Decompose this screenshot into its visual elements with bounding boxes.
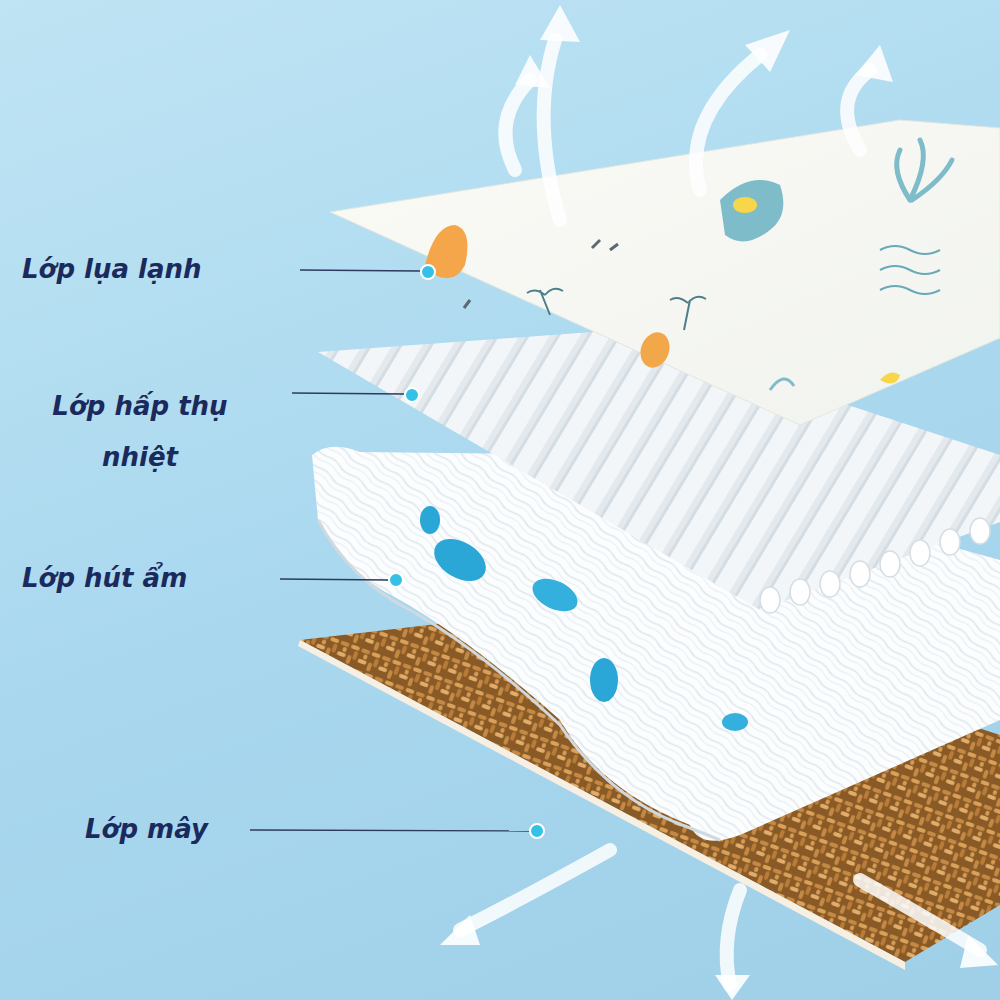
airflow-heads (440, 5, 998, 1000)
silk-layer (330, 120, 1000, 425)
layer-label: Lớp hấp thụ nhiệt (20, 381, 260, 482)
layer-label: Lớp mây (85, 813, 245, 847)
airflow-arrows (460, 40, 980, 985)
layer-label: Lớp lụa lạnh (22, 253, 292, 287)
callout-dots (389, 265, 544, 838)
leader-lines (250, 270, 530, 831)
layer-label: Lớp hút ẩm (22, 562, 272, 596)
